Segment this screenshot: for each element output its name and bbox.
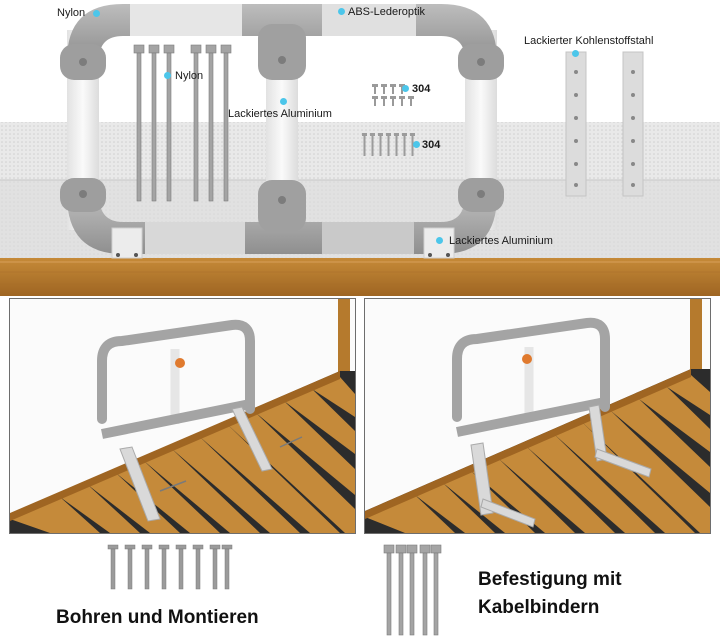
callout-dot <box>413 141 420 148</box>
callout-dot <box>164 72 171 79</box>
label-nylon-ties: Nylon <box>175 70 204 82</box>
install-panel-drill <box>9 298 356 534</box>
callout-dot <box>93 10 100 17</box>
label-screws-304: 304 <box>412 83 431 95</box>
label-bolts-304: 304 <box>422 139 441 151</box>
label-nylon-frame: Nylon <box>57 7 86 19</box>
tie-install-illustration <box>365 299 710 533</box>
callout-dot <box>572 50 579 57</box>
drill-install-illustration <box>10 299 355 533</box>
callout-dot <box>436 237 443 244</box>
bed-rail-illustration <box>0 4 720 296</box>
label-aluminium-mid: Lackiertes Aluminium <box>228 108 332 120</box>
product-scene <box>0 0 720 296</box>
screw-icon <box>372 84 414 106</box>
callout-dot <box>280 98 287 105</box>
screw-icon <box>107 544 233 590</box>
caption-ties-line1: Befestigung mit <box>478 569 622 590</box>
install-panel-ties <box>364 298 711 534</box>
cable-tie-icon <box>383 544 442 636</box>
callout-dot <box>338 8 345 15</box>
caption-ties: Befestigung mit Kabelbindern <box>478 566 622 621</box>
screw-icon <box>362 133 415 156</box>
caption-ties-line2: Kabelbindern <box>478 596 600 618</box>
steel-bracket-icon <box>565 51 644 197</box>
wooden-bed-frame <box>0 258 720 296</box>
label-steel: Lackierter Kohlenstoffstahl <box>524 35 654 47</box>
cable-tie-icon <box>133 44 232 202</box>
label-aluminium-foot: Lackiertes Aluminium <box>449 235 553 247</box>
callout-dot <box>402 85 409 92</box>
label-abs: ABS-Lederoptik <box>348 6 426 18</box>
caption-drill: Bohren und Montieren <box>56 607 259 628</box>
